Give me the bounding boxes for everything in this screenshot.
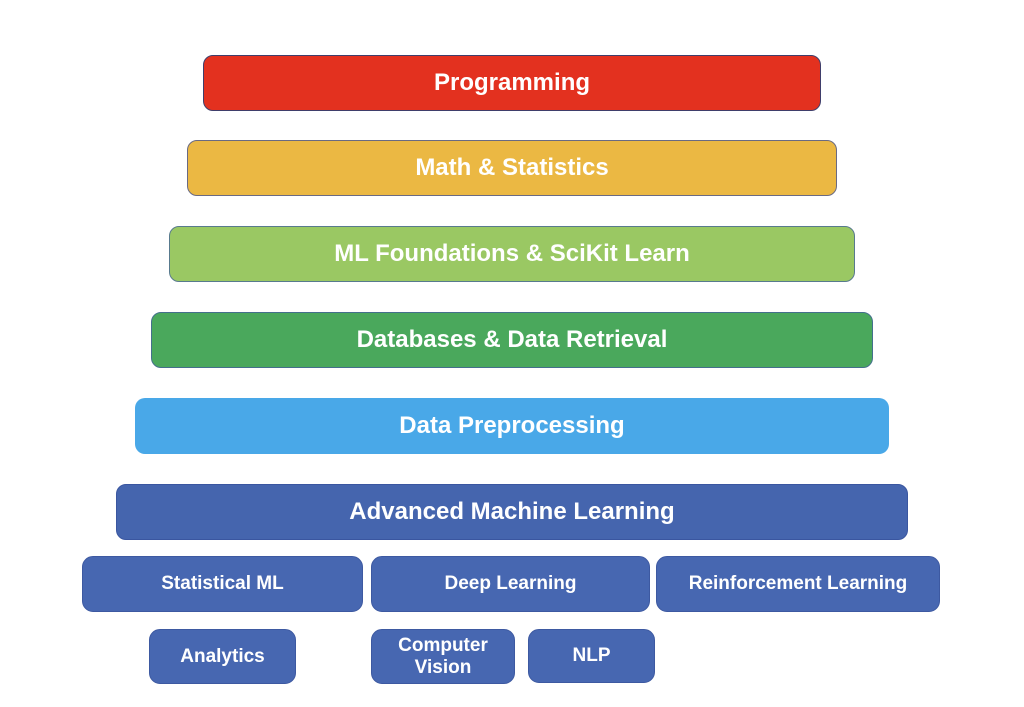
branch-label: Reinforcement Learning — [688, 573, 908, 595]
branch-label: Deep Learning — [444, 573, 577, 595]
branch-statistical-ml: Statistical ML — [82, 556, 363, 612]
branch-label: Statistical ML — [161, 573, 284, 595]
layer-databases: Databases & Data Retrieval — [151, 312, 873, 368]
branch-deep-learning: Deep Learning — [371, 556, 650, 612]
layer-label: Programming — [433, 69, 591, 96]
layer-programming: Programming — [203, 55, 821, 111]
topic-label: NLP — [572, 645, 611, 667]
layer-label: ML Foundations & SciKit Learn — [334, 240, 690, 267]
layer-data-preprocessing: Data Preprocessing — [135, 398, 889, 454]
topic-analytics: Analytics — [149, 629, 296, 684]
layer-label: Databases & Data Retrieval — [356, 326, 668, 353]
topic-nlp: NLP — [528, 629, 655, 683]
layer-math-statistics: Math & Statistics — [187, 140, 837, 196]
layer-ml-foundations: ML Foundations & SciKit Learn — [169, 226, 855, 282]
topic-label: Computer Vision — [398, 634, 488, 678]
topic-label: Analytics — [180, 645, 265, 667]
topic-computer-vision: Computer Vision — [371, 629, 515, 684]
layer-advanced-ml: Advanced Machine Learning — [116, 484, 908, 540]
layer-label: Advanced Machine Learning — [349, 498, 675, 525]
layer-label: Math & Statistics — [415, 154, 609, 181]
layer-label: Data Preprocessing — [399, 412, 625, 439]
branch-reinforcement-learning: Reinforcement Learning — [656, 556, 940, 612]
